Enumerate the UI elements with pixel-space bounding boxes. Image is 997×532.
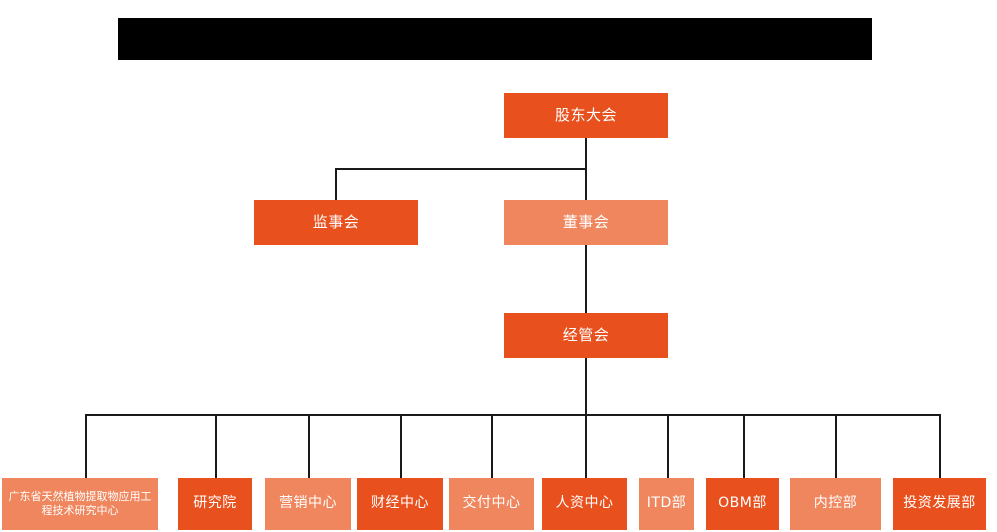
connector-drop-delivery-center [491,414,493,478]
node-internal-control-dept[interactable]: 内控部 [790,478,881,530]
connector-departments-bus [85,414,941,416]
connector-board-drop [585,168,587,200]
node-board[interactable]: 董事会 [504,200,668,245]
connector-drop-gd-research-center [85,414,87,478]
node-supervisors[interactable]: 监事会 [254,200,418,245]
node-delivery-center[interactable]: 交付中心 [449,478,534,530]
node-marketing-center[interactable]: 营销中心 [265,478,351,530]
node-hr-center[interactable]: 人资中心 [542,478,627,530]
node-itd-dept[interactable]: ITD部 [639,478,694,530]
connector-shareholders-down [585,138,587,170]
node-gd-research-center[interactable]: 广东省天然植物提取物应用工程技术研究中心 [2,478,158,530]
node-finance-center[interactable]: 财经中心 [357,478,443,530]
connector-drop-itd-dept [667,414,669,478]
node-obm-dept[interactable]: OBM部 [706,478,779,530]
connector-board-to-management [585,245,587,313]
node-investment-development-dept[interactable]: 投资发展部 [893,478,986,530]
connector-drop-internal-control-dept [835,414,837,478]
connector-level2-bus [335,168,587,170]
node-shareholders[interactable]: 股东大会 [504,93,668,138]
connector-drop-finance-center [400,414,402,478]
connector-drop-investment-development-dept [939,414,941,478]
connector-supervisors-drop [335,168,337,200]
node-management-committee[interactable]: 经管会 [504,313,668,358]
node-research-institute[interactable]: 研究院 [178,478,252,530]
connector-drop-obm-dept [743,414,745,478]
connector-drop-marketing-center [308,414,310,478]
connector-drop-hr-center [585,414,587,478]
connector-drop-research-institute [215,414,217,478]
title-banner-redacted [118,18,872,60]
connector-management-down [585,358,587,416]
